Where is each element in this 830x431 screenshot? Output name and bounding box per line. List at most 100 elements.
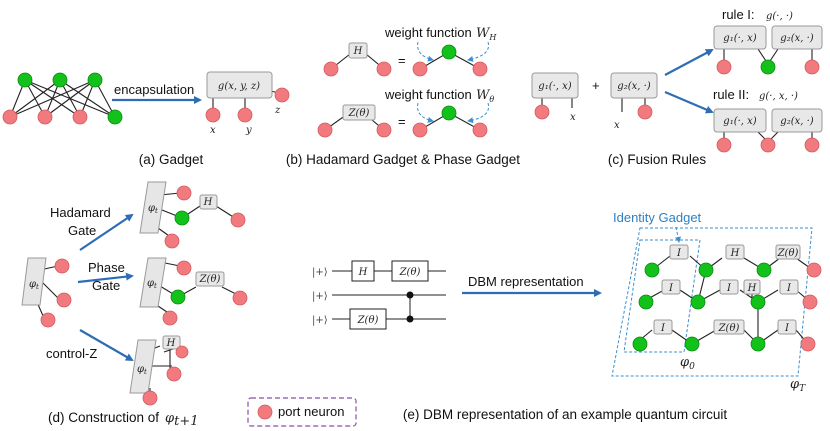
port-x-label: x	[614, 120, 620, 131]
rule2-g1-box	[713, 108, 767, 133]
plus-sign: +	[592, 78, 600, 93]
z-box-label: Z(θ)	[199, 274, 221, 285]
z-gate-label: Z(θ)	[357, 315, 379, 326]
hidden-neuron	[441, 44, 457, 60]
rule1-g2-box	[771, 25, 823, 50]
z-gadget-label: Z(θ)	[777, 248, 799, 259]
panel-d: φt Hadamard Gate Phase Gate control-Z φt…	[21, 181, 248, 429]
hidden-neuron	[690, 294, 706, 310]
cz-control-dot	[406, 315, 414, 323]
hidden-neuron	[87, 72, 103, 88]
g1-box	[531, 72, 579, 99]
port-neuron	[162, 310, 178, 326]
hidden-neuron	[756, 262, 772, 278]
equals-sign: =	[398, 114, 406, 129]
phi-t-block	[139, 257, 167, 308]
h-gadget-label: H	[747, 283, 757, 294]
legend: port neuron	[247, 397, 357, 427]
rule2-g2-box	[771, 108, 823, 133]
i-gadget-box	[669, 244, 689, 260]
hidden-neuron	[170, 289, 186, 305]
h-gadget-box	[162, 335, 181, 350]
port-neuron	[205, 107, 221, 123]
g2-label: g₂(x, ·)	[617, 81, 650, 92]
port-neuron	[164, 233, 180, 249]
h-box-label: H	[203, 197, 213, 208]
port-neuron	[716, 59, 732, 75]
phiT-region	[611, 227, 813, 377]
rule1-g1-box	[713, 25, 767, 50]
port-neuron	[376, 61, 392, 77]
panel-e: |+⟩ |+⟩ |+⟩ H Z(θ) Z(θ) DBM representati…	[312, 210, 822, 422]
z-gate-label: Z(θ)	[399, 267, 421, 278]
input-ket-1: |+⟩	[312, 267, 328, 278]
port-x: x	[210, 125, 216, 136]
dbm-arrow-label: DBM representation	[468, 274, 584, 289]
legend-label: port neuron	[278, 404, 345, 419]
phase-gadget-box	[342, 104, 376, 121]
rule2-func: g(·, x, ·)	[759, 91, 798, 102]
phi-t-label: φt	[147, 278, 157, 290]
hadamard-gate-label: Hadamard	[50, 205, 111, 220]
port-neuron	[317, 122, 333, 138]
hadamard-arrow	[79, 213, 134, 251]
i-gadget-box	[653, 319, 673, 335]
i-gadget-label: I	[676, 248, 682, 259]
h-gadget-box	[725, 244, 745, 260]
hidden-neuron	[52, 72, 68, 88]
weight-function-label-h: weight function	[384, 25, 472, 40]
phi-t-block	[21, 257, 47, 306]
hidden-neuron	[638, 294, 654, 310]
hidden-neuron	[644, 262, 660, 278]
h-gadget-label: H	[730, 248, 740, 259]
phase-box-label: Z(θ)	[348, 108, 370, 119]
cz-arrow	[79, 329, 134, 361]
port-neuron	[376, 122, 392, 138]
port-neuron	[804, 59, 820, 75]
port-neuron	[176, 260, 192, 276]
rule2-g2-label: g₂(x, ·)	[780, 116, 813, 127]
phase-gate-label-2: Gate	[92, 278, 120, 293]
i-gadget-label: I	[726, 283, 732, 294]
gadget-box	[206, 71, 273, 99]
g2-box	[610, 72, 658, 99]
hidden-neuron	[760, 59, 776, 75]
i-gadget-box	[779, 279, 799, 295]
legend-port-neuron	[257, 404, 273, 420]
port-neuron	[56, 292, 72, 308]
phi-t-label: φt	[29, 279, 39, 291]
port-x-label: x	[570, 112, 576, 123]
port-neuron	[472, 122, 488, 138]
port-z: z	[274, 105, 281, 116]
hidden-neuron	[698, 262, 714, 278]
port-neuron	[175, 345, 189, 359]
dbm-network: Identity Gadget I H Z(θ) I	[611, 210, 822, 394]
h-gadget-box	[743, 279, 761, 295]
phase-arrow	[77, 272, 134, 284]
rule1-g2-label: g₂(x, ·)	[780, 33, 813, 44]
z-gadget-box	[195, 271, 225, 287]
port-neuron	[40, 312, 56, 328]
rule2-g1-label: g₁(·, x)	[723, 116, 756, 127]
rule2-arrow	[664, 90, 714, 114]
h-box-label: H	[166, 338, 176, 349]
caption-a: (a) Gadget	[139, 152, 204, 167]
port-neuron	[237, 107, 253, 123]
h-gate-label: H	[358, 267, 368, 278]
z-gadget-box	[713, 319, 745, 335]
z-gate	[391, 260, 429, 282]
i-gadget-label: I	[786, 283, 792, 294]
rule1-func: g(·, ·)	[766, 11, 793, 22]
hidden-neuron	[107, 109, 123, 125]
gadget-label: g(x, y, z)	[218, 81, 260, 92]
hidden-neuron	[17, 72, 33, 88]
rule1-title: rule I:	[722, 7, 755, 22]
i-gadget-box	[777, 319, 797, 335]
panel-a: encapsulation g(x, y, z) x y z (a) Gadge…	[2, 71, 290, 167]
weight-h-symbol: WH	[476, 26, 497, 42]
z-gadget-label: Z(θ)	[718, 323, 740, 334]
panel-c: g₁(·, x) x + g₂(x, ·) x rule I: g(·, ·) …	[531, 7, 823, 167]
port-neuron	[716, 137, 732, 153]
caption-b: (b) Hadamard Gadget & Phase Gadget	[286, 152, 520, 167]
